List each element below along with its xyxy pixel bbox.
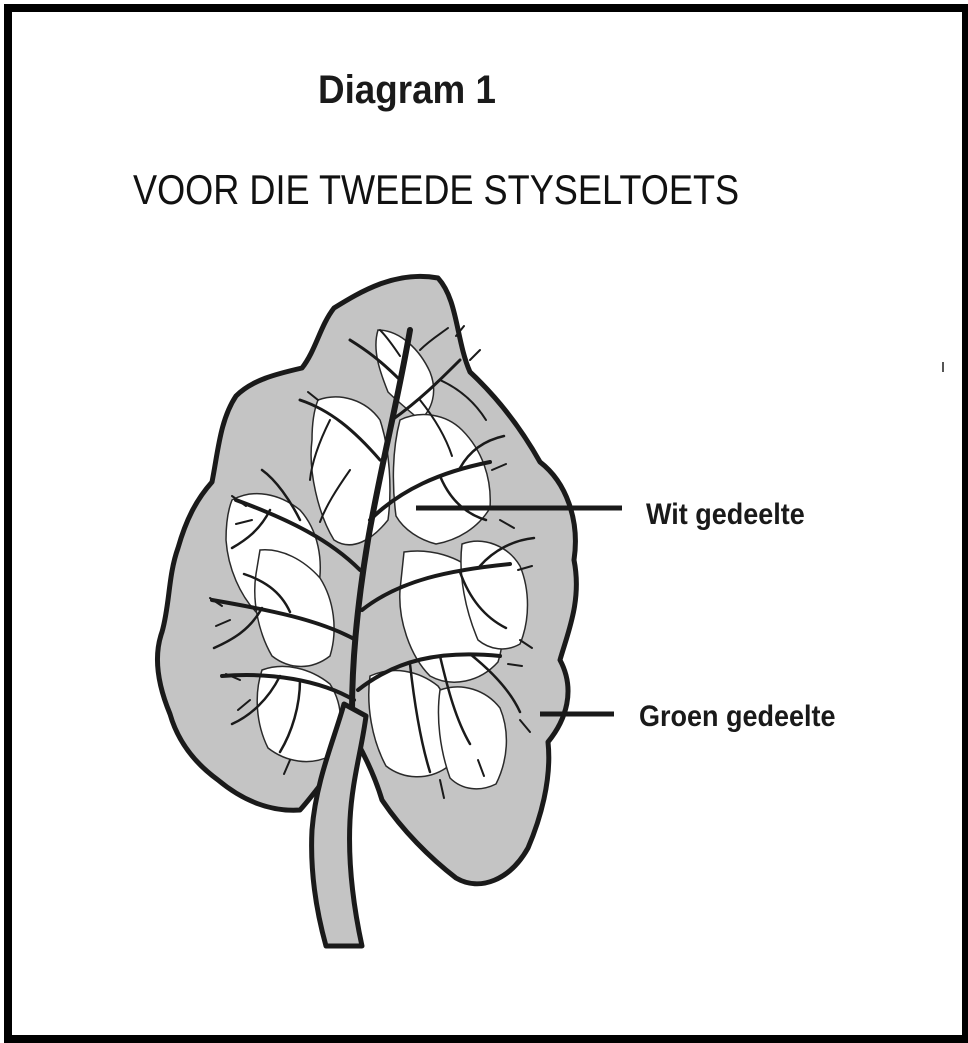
white-part-label: Wit gedeelte [646, 498, 805, 532]
green-part-label: Groen gedeelte [639, 700, 836, 734]
